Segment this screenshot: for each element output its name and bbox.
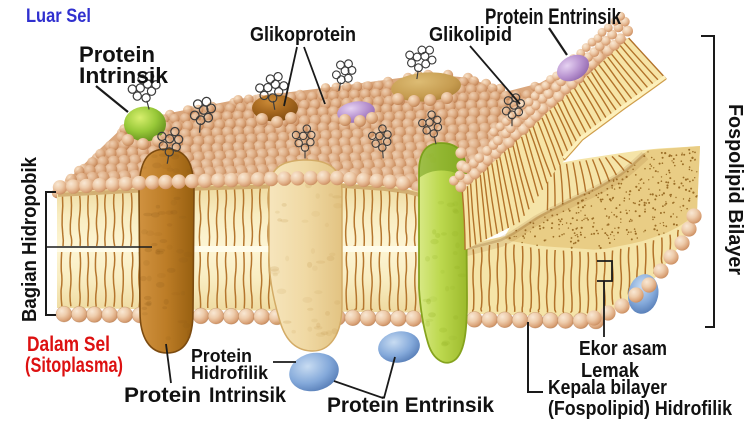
svg-text:Lemak: Lemak <box>581 360 640 382</box>
svg-text:Protein: Protein <box>124 384 201 407</box>
svg-text:Hidrofilik: Hidrofilik <box>191 363 269 383</box>
svg-text:Intrinsik: Intrinsik <box>79 63 169 88</box>
svg-text:(Fospolipid) Hidrofilik: (Fospolipid) Hidrofilik <box>548 398 733 420</box>
svg-text:Protein Entrinsik: Protein Entrinsik <box>327 394 494 417</box>
svg-text:Dalam Sel: Dalam Sel <box>27 333 110 356</box>
svg-text:Glikolipid: Glikolipid <box>429 24 512 46</box>
svg-text:(Sitoplasma): (Sitoplasma) <box>25 354 123 377</box>
svg-text:Protein Entrinsik: Protein Entrinsik <box>485 4 622 29</box>
svg-text:Luar Sel: Luar Sel <box>26 6 91 27</box>
svg-text:Intrinsik: Intrinsik <box>209 384 286 407</box>
svg-text:Fospolipid Bilayer: Fospolipid Bilayer <box>724 104 746 275</box>
svg-text:Bagian Hidropobik: Bagian Hidropobik <box>19 156 41 322</box>
svg-text:Glikoprotein: Glikoprotein <box>250 24 356 46</box>
svg-text:Protein: Protein <box>191 346 252 366</box>
svg-text:Protein: Protein <box>79 42 155 67</box>
svg-text:Kepala bilayer: Kepala bilayer <box>548 377 667 399</box>
svg-text:Ekor asam: Ekor asam <box>579 338 667 360</box>
